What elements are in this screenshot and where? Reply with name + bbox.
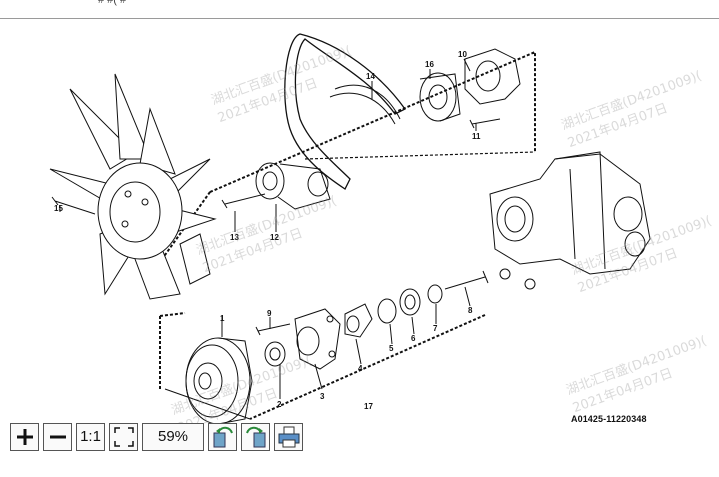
- zoom-level-display: 59%: [142, 422, 204, 451]
- callout-4: 4: [358, 364, 363, 373]
- callout-2: 2: [277, 400, 282, 409]
- window-top-edge: # #( #: [0, 0, 719, 19]
- fit-to-window-button[interactable]: [109, 422, 138, 451]
- callout-17: 17: [364, 402, 373, 411]
- viewer-toolbar: 1:1 59%: [10, 422, 303, 451]
- drive-belt: [284, 33, 406, 190]
- callout-7: 7: [433, 324, 438, 333]
- fan-hub: [464, 48, 521, 105]
- exploded-parts-diagram: 14 16 10 11 15 13 12 1 9 2 3 4 5 6 7 8 1…: [49, 33, 651, 425]
- diagram-canvas: 14 16 10 11 15 13 12 1 9 2 3 4 5 6 7 8 1…: [0, 19, 719, 472]
- actual-size-button[interactable]: 1:1: [76, 422, 105, 451]
- zoom-out-button[interactable]: [43, 422, 72, 451]
- rotate-left-icon: [213, 426, 233, 447]
- callout-3: 3: [320, 392, 325, 401]
- callout-1: 1: [220, 314, 225, 323]
- callout-5: 5: [389, 344, 394, 353]
- callout-15: 15: [54, 204, 63, 213]
- idler-pulley: [419, 72, 457, 122]
- minus-icon: [49, 435, 66, 438]
- callout-16: 16: [425, 60, 434, 69]
- callout-10: 10: [458, 50, 467, 59]
- zoom-in-button[interactable]: [10, 422, 39, 451]
- rotate-right-icon: [245, 426, 265, 447]
- print-button[interactable]: [274, 422, 303, 451]
- callout-6: 6: [411, 334, 416, 343]
- rotate-left-button[interactable]: [208, 422, 237, 451]
- fit-frame-icon: [113, 426, 134, 447]
- cropped-title-fragment: # #( #: [98, 0, 127, 6]
- pump-housing: [489, 151, 651, 290]
- fan-assembly: [49, 73, 217, 300]
- callout-13: 13: [230, 233, 239, 242]
- callout-9: 9: [267, 309, 272, 318]
- pump-bracket: [294, 308, 341, 370]
- document-id: A01425-11220348: [571, 414, 647, 424]
- plus-icon: [16, 428, 33, 445]
- callout-11: 11: [472, 132, 481, 141]
- rotate-right-button[interactable]: [241, 422, 270, 451]
- callout-8: 8: [468, 306, 473, 315]
- printer-icon: [278, 426, 299, 447]
- seal-ring: [264, 341, 286, 367]
- callout-12: 12: [270, 233, 279, 242]
- callout-14: 14: [366, 72, 375, 81]
- belt-tensioner: [255, 162, 331, 210]
